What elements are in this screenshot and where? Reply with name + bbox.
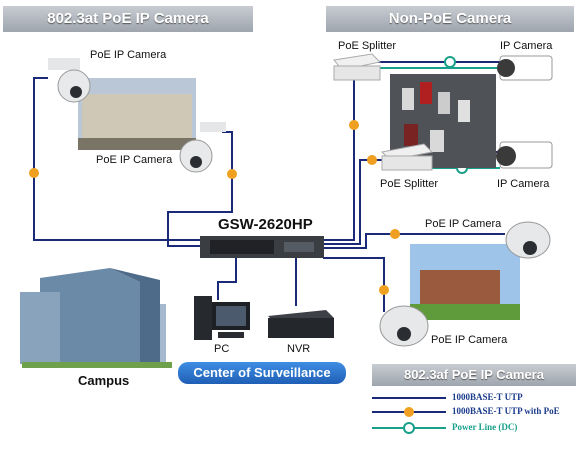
poe-splitter-bottom-device [380, 143, 434, 171]
banner-802-3af-text: 802.3af PoE IP Camera [404, 367, 544, 382]
utp-poe-cable-splitter-top [323, 71, 355, 241]
ip-camera-top-device [497, 55, 553, 81]
campus-photo [410, 244, 520, 320]
banner-non-poe-text: Non-PoE Camera [388, 10, 512, 27]
ip-camera-bottom-device [496, 141, 553, 169]
banner-802-3af: 802.3af PoE IP Camera [372, 364, 576, 386]
poe-badge [29, 168, 39, 178]
label-poe-cam-top: PoE IP Camera [90, 49, 167, 61]
poe-badge [367, 155, 377, 165]
utp-poe-cable-mid [167, 131, 233, 247]
legend-poe-badge [404, 407, 414, 417]
legend-dc-text: Power Line (DC) [452, 422, 518, 432]
label-poe-splitter-top: PoE Splitter [338, 40, 397, 52]
campus-buildings [20, 268, 172, 368]
utp-poe-cable-right-top [323, 233, 505, 249]
university-photo [78, 78, 196, 150]
label-ip-camera-bottom: IP Camera [497, 178, 550, 190]
label-campus: Campus [78, 373, 130, 388]
banner-center-of-surveillance: Center of Surveillance [178, 362, 346, 384]
label-poe-cam-right-bottom: PoE IP Camera [431, 334, 508, 346]
label-poe-cam-mid: PoE IP Camera [96, 154, 173, 166]
nvr-device [268, 310, 334, 338]
banner-non-poe: Non-PoE Camera [326, 6, 574, 32]
poe-badge [349, 120, 359, 130]
utp-poe-cable-right-bottom [323, 257, 385, 312]
label-poe-cam-right-top: PoE IP Camera [425, 218, 502, 230]
label-ip-camera-top: IP Camera [500, 40, 553, 52]
legend-utp-poe-text: 1000BASE-T UTP with PoE [452, 406, 560, 416]
poe-badge [379, 285, 389, 295]
label-nvr: NVR [287, 343, 311, 355]
dome-camera-right-bottom [379, 305, 429, 347]
dome-camera-right-top [505, 221, 551, 259]
label-poe-splitter-bottom: PoE Splitter [380, 178, 439, 190]
banner-802-3at-text: 802.3at PoE IP Camera [47, 10, 209, 27]
utp-cable-pc [217, 256, 237, 300]
pc-workstation [194, 296, 250, 340]
utp-poe-cable-left [33, 77, 200, 241]
ptz-camera-top [48, 58, 91, 103]
legend-utp-text: 1000BASE-T UTP [452, 392, 523, 402]
parking-lot-photo [390, 74, 496, 168]
banner-center-text: Center of Surveillance [193, 365, 331, 380]
legend-dc-badge [403, 422, 415, 434]
gsw-2620hp-switch [200, 236, 324, 258]
utp-poe-cable-splitter-bottom [323, 159, 382, 245]
poe-badge [227, 169, 237, 179]
banner-802-3at: 802.3at PoE IP Camera [3, 6, 253, 32]
poe-badge [390, 229, 400, 239]
poe-splitter-top-device [333, 53, 382, 81]
ptz-camera-mid [179, 122, 226, 173]
label-pc: PC [214, 343, 230, 355]
dc-badge [444, 56, 456, 68]
switch-model-label: GSW-2620HP [218, 216, 313, 233]
